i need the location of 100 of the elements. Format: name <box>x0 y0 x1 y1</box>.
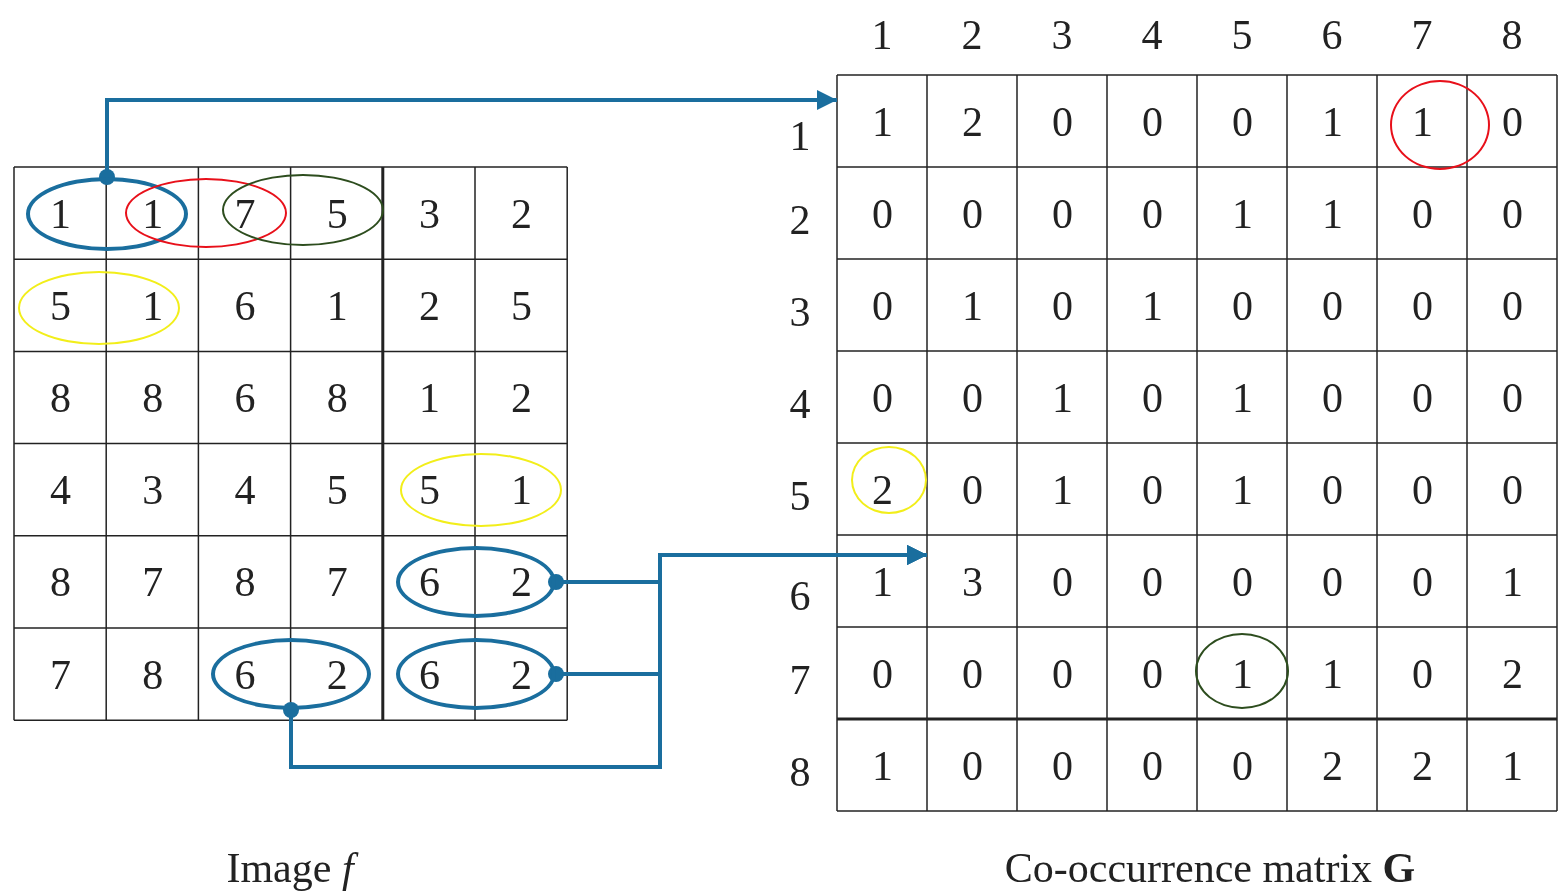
caption: Co-occurrence matrix G <box>1003 844 1417 893</box>
row-header: 7 <box>788 656 812 705</box>
highlight-ellipse <box>26 177 188 251</box>
count-value: 3 <box>927 535 1018 628</box>
pixel-value: 8 <box>141 650 165 700</box>
count-value: 1 <box>1321 649 1344 699</box>
highlight-ellipse <box>1390 80 1490 170</box>
column-header: 7 <box>1410 11 1434 60</box>
row-header: 8 <box>788 748 812 797</box>
row-header: 2 <box>788 196 812 245</box>
count-value: 2 <box>871 465 894 515</box>
highlight-ellipse <box>211 638 371 710</box>
pixel-value: 8 <box>233 558 257 608</box>
count-value: 0 <box>1501 373 1524 423</box>
column-header: 6 <box>1320 11 1344 60</box>
row-header: 4 <box>788 380 812 429</box>
pixel-value: 8 <box>141 374 165 423</box>
count-value: 0 <box>1141 97 1164 147</box>
column-header: 3 <box>1050 11 1074 60</box>
count-value: 1 <box>1051 465 1074 515</box>
pixel-value: 5 <box>325 466 349 516</box>
count-value: 0 <box>1231 557 1254 607</box>
count-value: 0 <box>871 373 894 423</box>
count-value: 0 <box>1141 741 1164 791</box>
count-value: 0 <box>1411 465 1434 515</box>
count-value: 0 <box>871 189 894 239</box>
pixel-value: 7 <box>141 558 165 608</box>
count-value: 0 <box>1141 649 1164 699</box>
pixel-value: 1 <box>49 189 73 239</box>
count-value: 0 <box>1321 465 1344 515</box>
connector-arrow <box>99 90 837 185</box>
pixel-value: 2 <box>510 189 534 239</box>
count-value: 0 <box>1051 557 1074 607</box>
count-value: 0 <box>1051 281 1074 331</box>
pixel-value: 8 <box>49 374 73 423</box>
highlight-ellipse <box>396 638 556 710</box>
pixel-value: 8 <box>325 374 349 423</box>
pixel-value: 3 <box>141 466 165 516</box>
highlight-ellipse <box>400 453 562 527</box>
pixel-value: 2 <box>510 374 534 423</box>
row-header: 3 <box>788 288 812 337</box>
count-value: 0 <box>1411 557 1434 607</box>
count-value: 1 <box>1411 97 1434 147</box>
count-value: 1 <box>1231 189 1254 239</box>
count-value: 0 <box>1051 189 1074 239</box>
pixel-value: 2 <box>417 281 441 331</box>
count-value: 0 <box>1501 465 1524 515</box>
count-value: 2 <box>1411 741 1434 791</box>
count-value: 0 <box>1321 281 1344 331</box>
count-value: 0 <box>1051 649 1074 699</box>
caption: Image f <box>150 838 430 895</box>
count-value: 2 <box>1321 741 1344 791</box>
column-header: 4 <box>1140 11 1164 60</box>
count-value: 0 <box>961 465 984 515</box>
column-header: 8 <box>1500 11 1524 60</box>
pixel-value: 6 <box>233 281 257 331</box>
column-header: 1 <box>870 11 894 60</box>
count-value: 0 <box>961 189 984 239</box>
count-value: 0 <box>1411 281 1434 331</box>
count-value: 0 <box>1501 281 1524 331</box>
pixel-value: 5 <box>325 189 349 239</box>
count-value: 1 <box>1231 649 1254 699</box>
row-header: 1 <box>788 112 812 161</box>
count-value: 0 <box>871 649 894 699</box>
pixel-value: 7 <box>233 189 257 239</box>
pixel-value: 5 <box>417 466 441 516</box>
count-value: 0 <box>1231 97 1254 147</box>
count-value: 1 <box>1051 373 1074 423</box>
pixel-value: 1 <box>141 281 165 331</box>
count-value: 0 <box>961 741 984 791</box>
pixel-value: 5 <box>49 281 73 331</box>
count-value: 0 <box>961 373 984 423</box>
pixel-value: 2 <box>325 650 349 700</box>
highlight-ellipse <box>396 546 556 618</box>
count-value: 0 <box>961 649 984 699</box>
count-value: 1 <box>1321 189 1344 239</box>
count-value: 0 <box>871 281 894 331</box>
pixel-value: 1 <box>141 189 165 239</box>
count-value: 0 <box>1231 741 1254 791</box>
column-header: 2 <box>960 11 984 60</box>
highlight-ellipse <box>18 271 180 345</box>
highlight-ellipse <box>125 178 287 248</box>
count-value: 0 <box>1231 281 1254 331</box>
count-value: 0 <box>1051 97 1074 147</box>
count-value: 0 <box>1141 373 1164 423</box>
count-value: 1 <box>871 741 894 791</box>
highlight-ellipse <box>1195 633 1289 709</box>
count-value: 0 <box>1141 557 1164 607</box>
count-value: 0 <box>1411 189 1434 239</box>
count-value: 0 <box>1411 649 1434 699</box>
pixel-value: 6 <box>417 650 441 700</box>
count-value: 2 <box>1501 649 1524 699</box>
count-value: 0 <box>1141 465 1164 515</box>
count-value: 2 <box>961 97 984 147</box>
count-value: 0 <box>1501 97 1524 147</box>
highlight-ellipse <box>851 446 927 514</box>
pixel-value: 5 <box>510 281 534 331</box>
pixel-value: 3 <box>417 189 441 239</box>
count-value: 1 <box>1231 465 1254 515</box>
pixel-value: 4 <box>233 466 257 516</box>
